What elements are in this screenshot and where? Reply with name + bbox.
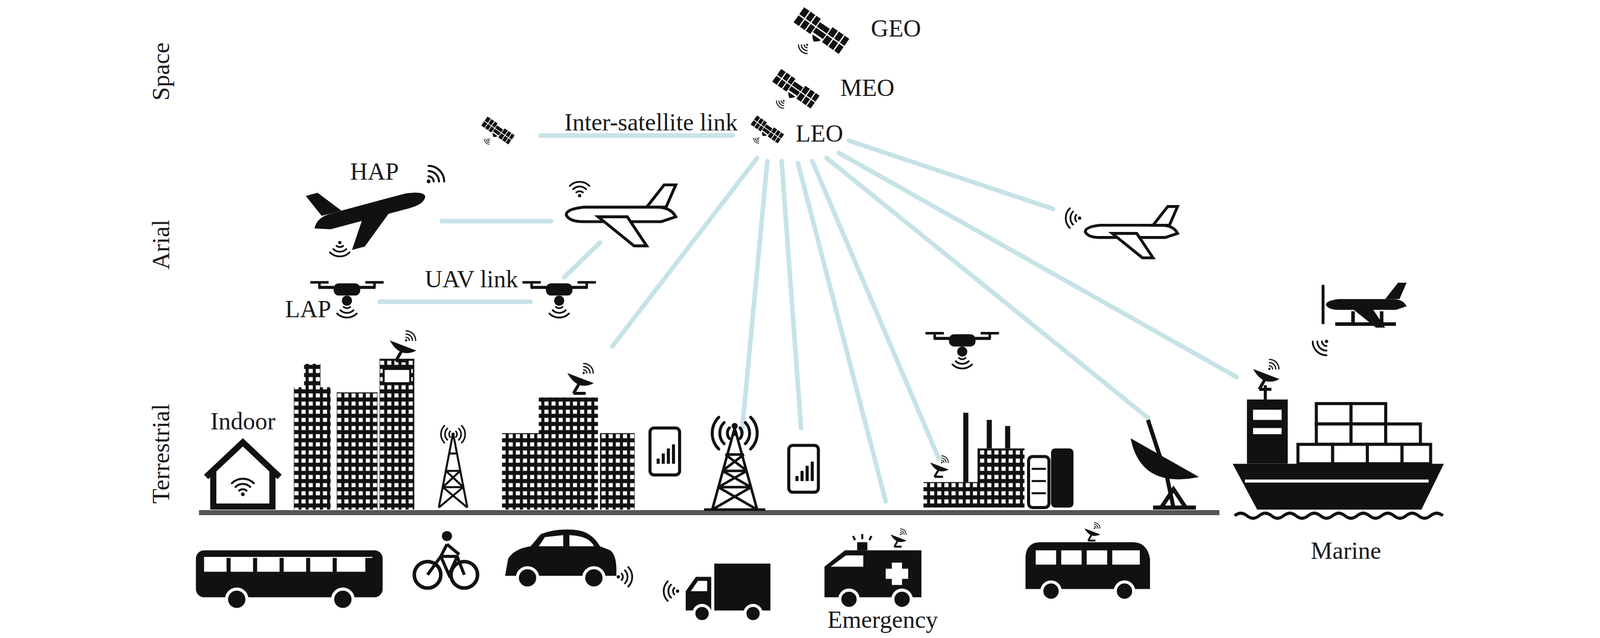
layer-label: Space [148,42,174,101]
satellites [480,7,850,147]
text-label: Inter-satellite link [564,110,739,135]
text-label: Indoor [210,409,276,434]
layer-label: Arial [148,219,174,271]
text-label: Marine [1310,538,1382,564]
text-label: UAV link [424,267,519,292]
text-label: LAP [284,297,332,322]
text-label: LEO [795,121,844,146]
terrestrial-scene [196,329,1445,623]
text-label: Emergency [827,608,939,633]
drones [310,282,1000,369]
aircraft [305,162,1407,359]
text-label: HAP [349,159,399,184]
text-label: MEO [840,75,895,101]
layer-label: Terrestrial [148,404,174,505]
text-label: GEO [871,16,922,41]
